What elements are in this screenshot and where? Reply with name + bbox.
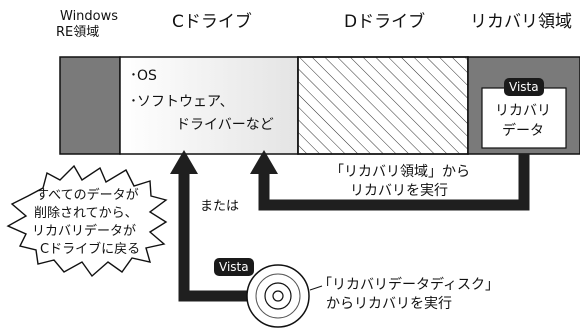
c-drive-software: ･ソフトウェア、 [130,94,234,110]
disc-label-line2: からリカバリを実行 [326,296,452,312]
vista-badge-disc: Vista [214,258,254,277]
vista-badge-recovery: Vista [504,78,544,97]
windows-re-label-line1: Windows [60,9,119,24]
cd-hole [272,290,284,302]
disc-label-line1: 「リカバリデータディスク」 [318,277,500,293]
recovery-arrowhead [250,150,278,174]
recovery-data-line1: リカバリ [495,103,551,119]
burst-text-line1: すべてのデータが [36,188,139,203]
recovery-path-label-line2: リカバリを実行 [350,183,448,199]
burst-callout-shape [6,164,168,278]
cd-ring-outer [255,273,301,319]
recovery-path-arrow [258,154,530,211]
recovery-data-box [481,87,567,149]
burst-text-line4: Cドライブに戻る [40,242,141,257]
or-label: または [200,199,240,214]
c-drive-label: Cドライブ [172,12,252,32]
burst-text-line2: 削除されてから、 [34,206,138,221]
disc-path-arrow [178,172,250,302]
c-drive-drivers: ドライバーなど [176,117,274,133]
d-drive-label: Dドライブ [344,12,426,32]
disc-leader-line [309,285,323,291]
recovery-data-line2: データ [502,123,544,139]
recovery-area-label: リカバリ領域 [470,12,572,32]
d-drive-hatch [297,56,469,155]
c-drive-partition [119,56,299,155]
disc-arrowhead [170,150,198,174]
burst-text-line3: リカバリデータが [32,224,137,239]
windows-re-partition [59,56,121,155]
recovery-path-label-line1: 「リカバリ領域」から [330,164,470,180]
windows-re-label-line2: RE領域 [56,25,100,40]
c-drive-os: ･OS [130,68,157,84]
